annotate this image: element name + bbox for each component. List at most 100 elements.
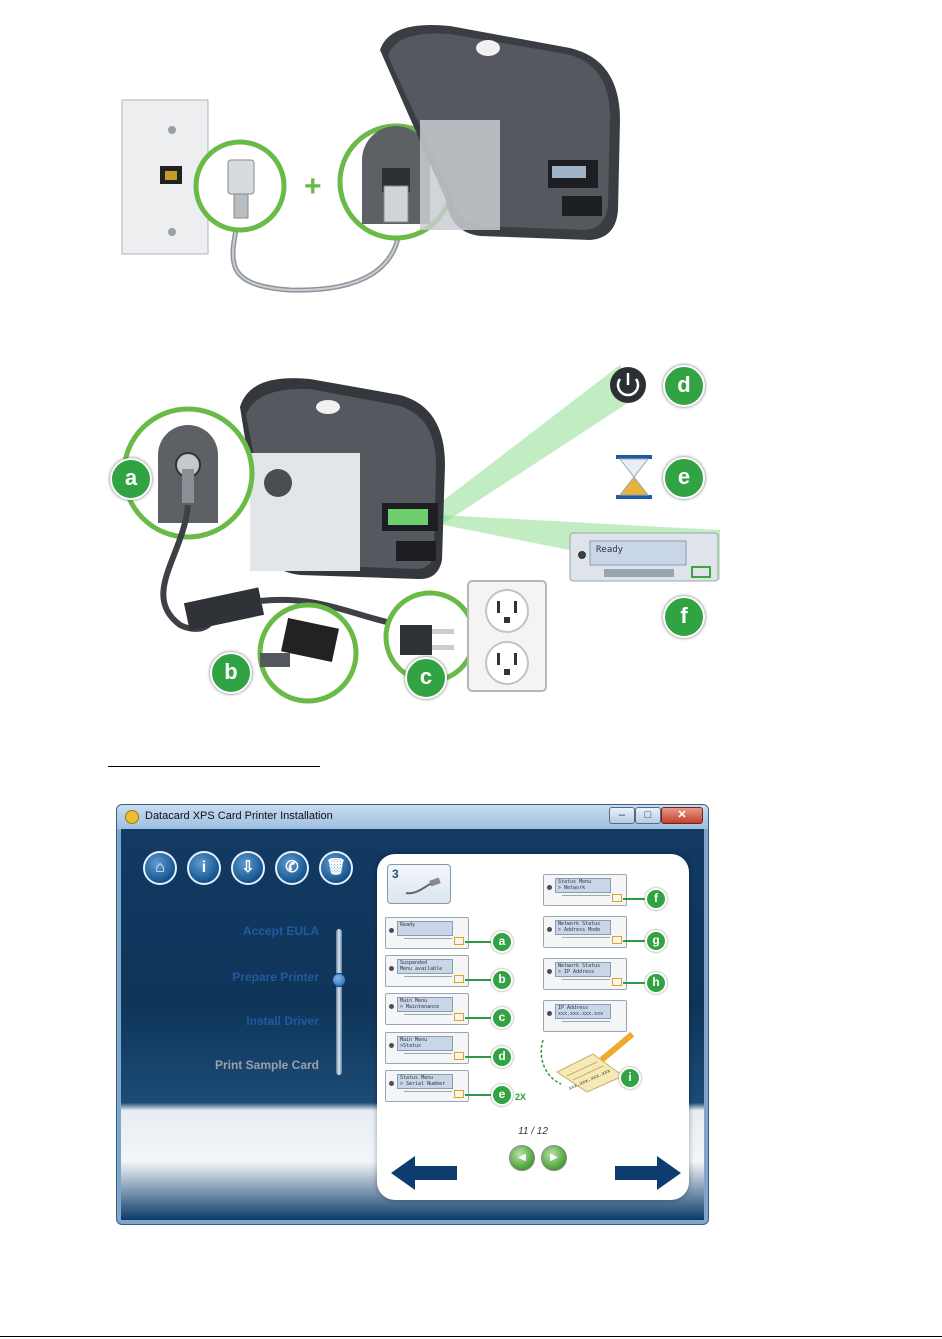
app-icon — [125, 810, 139, 824]
power-connection-illustration — [121, 365, 720, 704]
instruction-panel: 3 Ready a Suspended Menu available — [377, 854, 689, 1200]
status-led — [389, 928, 394, 933]
lcd-panel-e: Status Menu > Serial Number — [385, 1070, 469, 1102]
callout-badge-i: i — [619, 1067, 641, 1089]
step-card: 3 — [387, 864, 451, 904]
callout-badge-c: c — [405, 657, 447, 699]
panel-lcd-text: Ready — [596, 545, 624, 555]
callout-badge-f: f — [645, 888, 667, 910]
panel-buttons — [404, 1014, 452, 1021]
lcd-panel-f: Status Menu > Network — [543, 874, 627, 906]
step-accept-eula[interactable]: Accept EULA — [242, 924, 319, 938]
lcd-panel-h: Network Status > IP Address — [543, 958, 627, 990]
leader-line — [623, 898, 645, 900]
previous-image-button[interactable]: ◀ — [509, 1145, 535, 1171]
leader-line — [465, 1094, 491, 1096]
panel-enter-button — [612, 978, 622, 986]
lcd-text: Ready — [397, 921, 453, 936]
callout-badge-e: e — [663, 457, 705, 499]
step-print-sample-card[interactable]: Print Sample Card — [214, 1058, 319, 1072]
callout-badge-a: a — [110, 458, 152, 500]
panel-enter-button — [454, 1052, 464, 1060]
callout-badge-c: c — [491, 1007, 513, 1029]
network-cable-illustration: + — [121, 25, 620, 293]
status-led — [547, 927, 552, 932]
panel-buttons — [404, 1053, 452, 1060]
trash-icon[interactable]: 🗑 — [319, 851, 353, 885]
lcd-text: Suspended Menu available — [397, 959, 453, 974]
repeat-count: 2X — [515, 1092, 527, 1102]
callout-badge-e: e — [491, 1084, 513, 1106]
status-led — [389, 1004, 394, 1009]
cable-icon — [405, 877, 441, 895]
panel-buttons — [562, 979, 610, 986]
callout-badge-b: b — [491, 969, 513, 991]
home-icon[interactable]: ⌂ — [143, 851, 177, 885]
lcd-text: Main Menu >Status — [397, 1036, 453, 1051]
minimize-button[interactable]: – — [609, 807, 635, 824]
window-title: Datacard XPS Card Printer Installation — [145, 810, 333, 822]
installer-window: Datacard XPS Card Printer Installation –… — [116, 804, 709, 1225]
back-arrow-icon[interactable] — [391, 1156, 459, 1190]
leader-line — [465, 1017, 491, 1019]
next-image-button[interactable]: ▶ — [541, 1145, 567, 1171]
status-led — [389, 1081, 394, 1086]
lcd-panel-c: Main Menu > Maintenance — [385, 993, 469, 1025]
maximize-button[interactable]: □ — [635, 807, 661, 824]
install-steps: Accept EULA Prepare Printer Install Driv… — [161, 924, 319, 1084]
leader-line — [465, 941, 491, 943]
lcd-text: IP Address xxx.xxx.xxx.xxx — [555, 1004, 611, 1019]
callout-badge-f: f — [663, 596, 705, 638]
status-led — [389, 966, 394, 971]
leader-line — [465, 979, 491, 981]
panel-buttons — [562, 1021, 610, 1028]
lcd-text: Network Status > Address Mode — [555, 920, 611, 935]
page-footer-rule — [0, 1336, 942, 1337]
panel-enter-button — [454, 1013, 464, 1021]
lcd-panel-d: Main Menu >Status — [385, 1032, 469, 1064]
close-button[interactable]: ✕ — [661, 807, 703, 824]
panel-enter-button — [454, 937, 464, 945]
install-icon[interactable]: ⇩ — [231, 851, 265, 885]
status-led — [547, 1011, 552, 1016]
leader-line — [465, 1056, 491, 1058]
info-icon[interactable]: i — [187, 851, 221, 885]
lcd-text: Status Menu > Network — [555, 878, 611, 893]
status-led — [547, 885, 552, 890]
title-bar[interactable]: Datacard XPS Card Printer Installation –… — [117, 805, 708, 829]
step-prepare-printer[interactable]: Prepare Printer — [232, 970, 319, 984]
section-divider — [108, 766, 320, 767]
panel-enter-button — [612, 936, 622, 944]
phone-icon[interactable]: ✆ — [275, 851, 309, 885]
lcd-panel-a: Ready — [385, 917, 469, 949]
status-led — [547, 969, 552, 974]
lcd-panel-g: Network Status > Address Mode — [543, 916, 627, 948]
panel-buttons — [562, 895, 610, 902]
panel-enter-button — [612, 894, 622, 902]
leader-line — [623, 982, 645, 984]
step-progress-knob — [332, 973, 346, 987]
lcd-text: Main Menu > Maintenance — [397, 997, 453, 1012]
callout-badge-a: a — [491, 931, 513, 953]
panel-buttons — [404, 976, 452, 983]
callout-badge-h: h — [645, 972, 667, 994]
lcd-panel-i: IP Address xxx.xxx.xxx.xxx — [543, 1000, 627, 1032]
step-install-driver[interactable]: Install Driver — [246, 1014, 319, 1028]
status-led — [389, 1043, 394, 1048]
lcd-text: Network Status > IP Address — [555, 962, 611, 977]
lcd-text: Status Menu > Serial Number — [397, 1074, 453, 1089]
forward-arrow-icon[interactable] — [613, 1156, 681, 1190]
lcd-panel-b: Suspended Menu available — [385, 955, 469, 987]
svg-text:+: + — [304, 170, 322, 203]
panel-buttons — [562, 937, 610, 944]
leader-line — [623, 940, 645, 942]
callout-badge-d: d — [663, 365, 705, 407]
panel-buttons — [404, 1091, 452, 1098]
panel-enter-button — [454, 1090, 464, 1098]
step-card-number: 3 — [392, 867, 399, 881]
installer-client-area: ⌂ i ⇩ ✆ 🗑 Accept EULA Prepare Printer In… — [121, 829, 704, 1220]
step-progress-track — [336, 929, 342, 1075]
panel-buttons — [404, 938, 452, 945]
callout-badge-d: d — [491, 1046, 513, 1068]
note-pad-illustration — [540, 1031, 635, 1093]
